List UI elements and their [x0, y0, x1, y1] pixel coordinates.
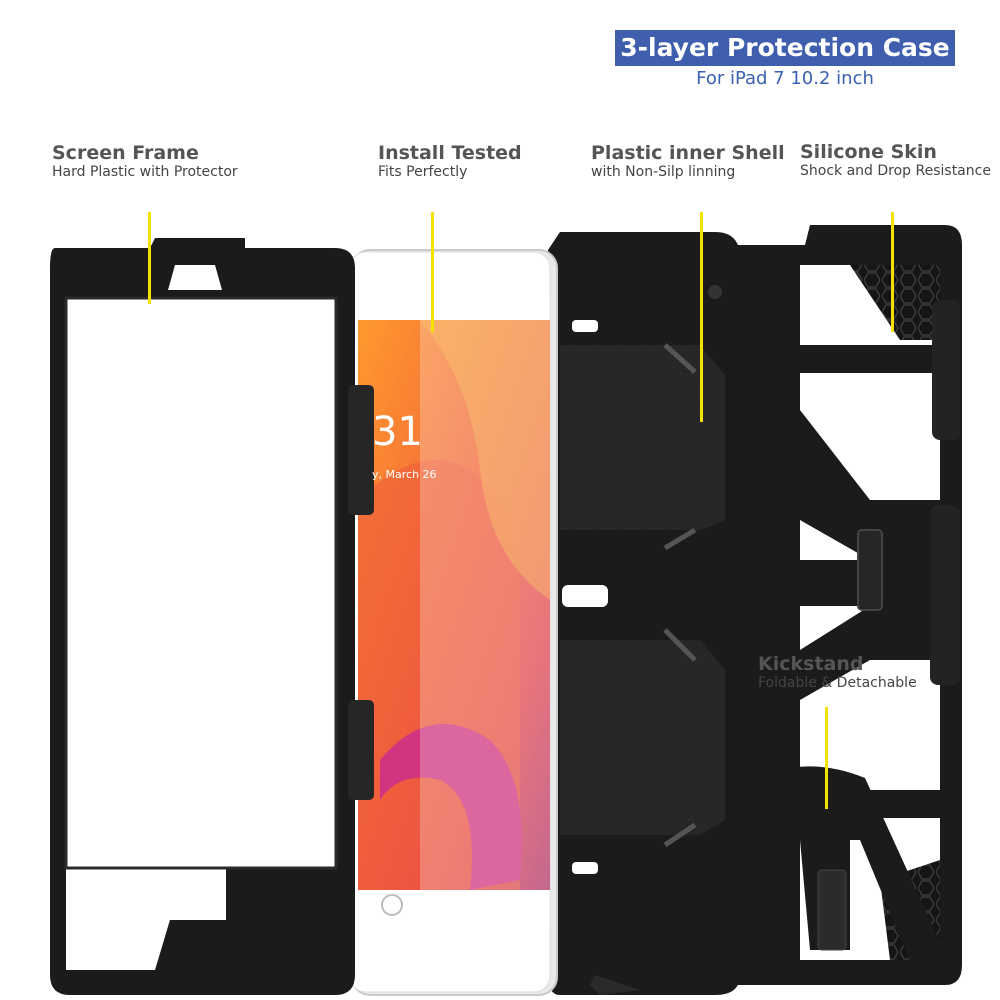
label-kickstand-subtitle: Foldable & Detachable [758, 675, 917, 691]
inner-shell-layer [548, 232, 740, 995]
leader-line-screen-frame [148, 212, 151, 304]
ipad-clock-date: y, March 26 [372, 468, 437, 481]
label-kickstand: Kickstand Foldable & Detachable [758, 653, 917, 691]
product-title-banner: 3-layer Protection Case [615, 30, 955, 66]
leader-line-silicone-skin [891, 212, 894, 332]
label-install-tested-title: Install Tested [378, 142, 522, 164]
label-screen-frame: Screen Frame Hard Plastic with Protector [52, 142, 238, 180]
label-install-tested: Install Tested Fits Perfectly [378, 142, 522, 180]
label-screen-frame-title: Screen Frame [52, 142, 199, 164]
product-subtitle: For iPad 7 10.2 inch [696, 68, 874, 89]
leader-line-kickstand [825, 707, 828, 809]
kickstand-part [590, 766, 955, 995]
leader-line-inner-shell [700, 212, 703, 422]
screen-frame-layer: 31 y, March 26 [50, 238, 437, 995]
label-silicone-skin: Silicone Skin Shock and Drop Resistance [800, 141, 991, 179]
ipad-clock-time: 31 [372, 409, 423, 455]
label-screen-frame-subtitle: Hard Plastic with Protector [52, 164, 238, 180]
label-kickstand-title: Kickstand [758, 653, 864, 675]
leader-line-install-tested [431, 212, 434, 332]
label-inner-shell-title: Plastic inner Shell [591, 142, 785, 164]
label-install-tested-subtitle: Fits Perfectly [378, 164, 468, 180]
label-inner-shell-subtitle: with Non-Silp linning [591, 164, 736, 180]
label-silicone-skin-title: Silicone Skin [800, 141, 937, 163]
label-inner-shell: Plastic inner Shell with Non-Silp linnin… [591, 142, 785, 180]
label-silicone-skin-subtitle: Shock and Drop Resistance [800, 163, 991, 179]
ipad-device [349, 249, 558, 996]
